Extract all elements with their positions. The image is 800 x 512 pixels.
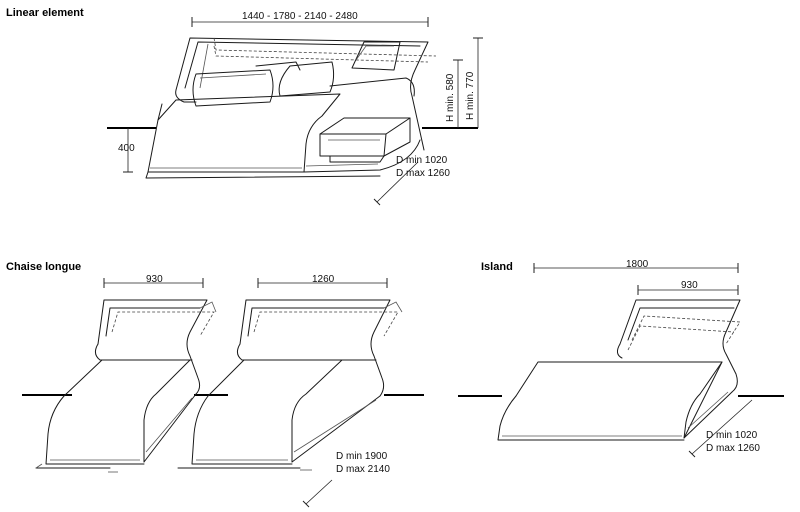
chaise-large-width-label: 1260 (312, 274, 335, 285)
island-depth-min-label: D min 1020 (706, 430, 758, 441)
linear-seat-height-label: 400 (118, 143, 135, 154)
chaise-small-drawing (35, 299, 217, 473)
chaise-small-width-label: 930 (146, 274, 163, 285)
linear-depth-max-label: D max 1260 (396, 168, 450, 179)
linear-back-height-min-label: H min. 580 (445, 73, 456, 122)
island-drawing (497, 299, 741, 441)
island-total-width-label: 1800 (626, 259, 649, 270)
chaise-depth-dimension: D min 1900 D max 2140 (302, 451, 390, 508)
linear-width-dimension: 1440 - 1780 - 2140 - 2480 (191, 11, 429, 27)
island-depth-dimension: D min 1020 D max 1260 (688, 399, 760, 458)
linear-sofa-drawing (145, 37, 437, 179)
island-total-width-dimension: 1800 (533, 259, 739, 273)
chaise-small-width-dimension: 930 (103, 274, 204, 288)
island-depth-max-label: D max 1260 (706, 443, 760, 454)
chaise-longue-title: Chaise longue (6, 261, 81, 273)
island-back-width-dimension: 930 (637, 280, 739, 295)
island-back-width-label: 930 (681, 280, 698, 291)
chaise-large-width-dimension: 1260 (257, 274, 388, 288)
chaise-depth-min-label: D min 1900 (336, 451, 388, 462)
linear-back-height-dimensions: H min. 580 H min. 770 (445, 37, 483, 128)
linear-width-label: 1440 - 1780 - 2140 - 2480 (242, 11, 358, 22)
chaise-depth-max-label: D max 2140 (336, 464, 390, 475)
chaise-large-drawing (177, 299, 403, 471)
linear-element-title: Linear element (6, 7, 84, 19)
linear-seat-height-dimension: 400 (118, 128, 135, 173)
linear-depth-min-label: D min 1020 (396, 155, 448, 166)
island-title: Island (481, 261, 513, 273)
linear-back-height-max-label: H min. 770 (465, 71, 476, 120)
linear-depth-dimension: D min 1020 D max 1260 (373, 155, 450, 206)
